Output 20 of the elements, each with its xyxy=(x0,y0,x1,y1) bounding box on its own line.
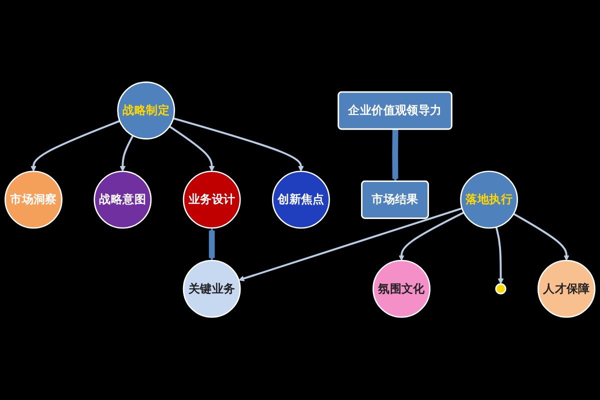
node-circle xyxy=(495,284,506,295)
node-circle: 市场洞察 xyxy=(4,171,62,229)
node-circle: 氛围文化 xyxy=(372,260,430,318)
arrow xyxy=(398,212,464,262)
node-circle: 创新焦点 xyxy=(272,171,330,229)
arrow xyxy=(30,120,120,172)
arrow xyxy=(173,118,304,172)
arrow xyxy=(168,126,215,172)
node-circle: 落地执行 xyxy=(460,171,518,229)
arrow xyxy=(513,213,570,262)
node-circle: 人才保障 xyxy=(538,260,596,318)
node-circle: 业务设计 xyxy=(182,171,241,229)
node-circle: 战略制定 xyxy=(117,82,176,140)
node-circle: 战略意图 xyxy=(94,171,152,229)
arrow xyxy=(208,228,215,262)
arrow xyxy=(392,130,398,182)
arrow xyxy=(120,135,134,172)
arrow xyxy=(238,208,462,282)
node-circle: 关键业务 xyxy=(182,260,241,318)
arrow xyxy=(495,227,504,285)
